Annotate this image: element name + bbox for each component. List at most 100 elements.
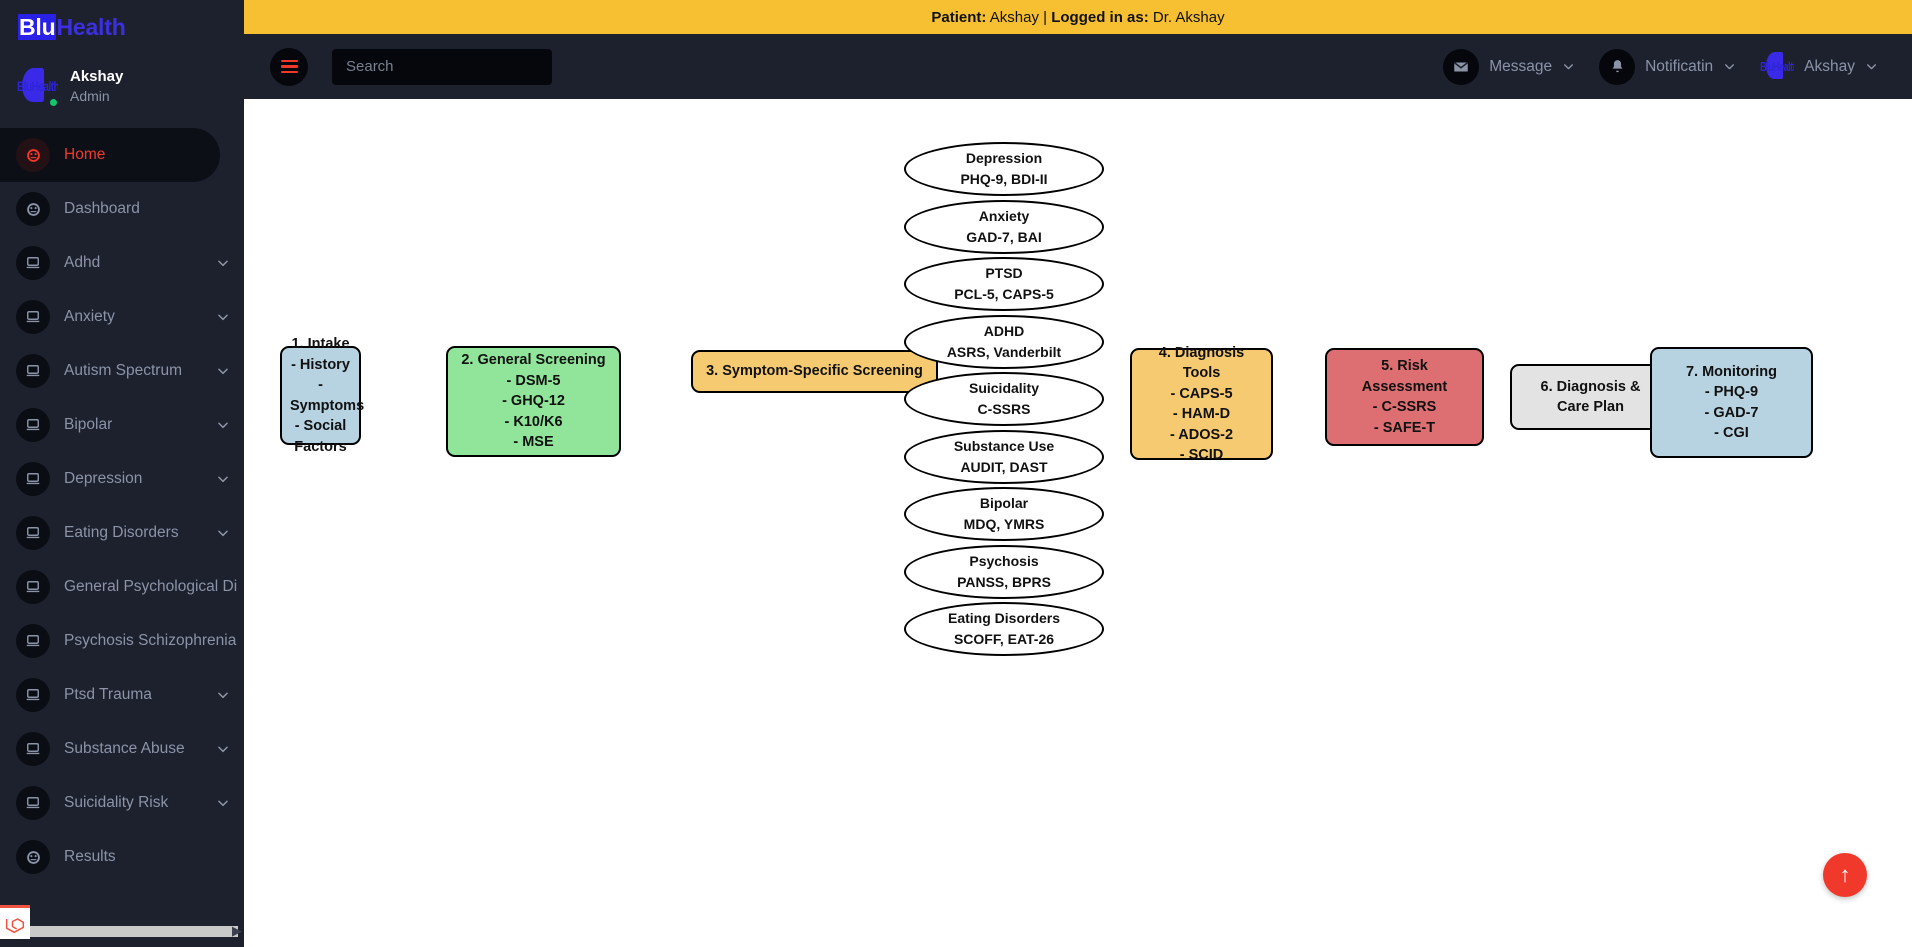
symptom-node-name: Bipolar xyxy=(979,495,1029,511)
sidebar-item-label: Results xyxy=(64,848,116,865)
search-input[interactable] xyxy=(332,48,552,85)
sidebar-item-label: Eating Disorders xyxy=(64,524,179,541)
scroll-to-top-button[interactable]: ↑ xyxy=(1823,853,1867,897)
sidebar-item-depression[interactable]: Depression xyxy=(0,452,244,506)
symptom-node-tools: PANSS, BPRS xyxy=(957,573,1051,590)
sidebar-item-label: Psychosis Schizophrenia xyxy=(64,632,237,649)
laptop-icon xyxy=(16,246,50,280)
sidebar-item-label: Anxiety xyxy=(64,308,115,325)
sidebar-scroll-right-arrow[interactable]: ▶ xyxy=(232,923,242,938)
laptop-icon xyxy=(16,570,50,604)
message-menu[interactable]: Message xyxy=(1433,48,1585,85)
chevron-down-icon[interactable] xyxy=(216,688,230,702)
sidebar-item-autism-spectrum[interactable]: Autism Spectrum xyxy=(0,344,244,398)
sidebar-item-label: Home xyxy=(64,146,106,163)
user-menu[interactable]: BluHealth Akshay xyxy=(1750,49,1888,84)
profile-name: Akshay xyxy=(70,68,124,85)
flow-node-stage-2[interactable]: 2. General Screening- DSM-5- GHQ-12- K10… xyxy=(446,346,621,457)
hamburger-menu-icon[interactable] xyxy=(270,47,308,86)
flow-node-stage-3[interactable]: 3. Symptom-Specific Screening xyxy=(691,350,938,393)
chevron-down-icon[interactable] xyxy=(216,256,230,270)
flow-node-title: 5. Risk xyxy=(1381,358,1428,374)
chevron-down-icon xyxy=(1865,60,1878,73)
chevron-down-icon[interactable] xyxy=(216,472,230,486)
notification-menu[interactable]: Notificatin xyxy=(1589,48,1746,85)
user-avatar-label: BluHealth xyxy=(1760,59,1795,74)
flow-node-item: - CGI xyxy=(1714,425,1749,441)
flow-node-item: - K10/K6 xyxy=(504,413,563,430)
sidebar-horizontal-scrollbar[interactable] xyxy=(28,926,238,937)
sidebar-item-label: Suicidality Risk xyxy=(64,794,169,811)
sidebar-item-home[interactable]: Home xyxy=(0,128,220,182)
sidebar-profile[interactable]: BluHealth Akshay Admin xyxy=(0,60,244,124)
patient-banner: Patient: Akshay | Logged in as: Dr. Aksh… xyxy=(244,0,1912,34)
flow-node-item: - GHQ-12 xyxy=(502,393,565,410)
flow-node-title: 1. Intake xyxy=(291,336,350,352)
bell-icon xyxy=(1599,48,1636,85)
flow-node-title: 7. Monitoring xyxy=(1685,363,1777,380)
chevron-down-icon[interactable] xyxy=(216,796,230,810)
flow-node-stage-1[interactable]: 1. Intake- History- Symptoms- Social Fac… xyxy=(280,336,364,455)
flow-node-stage-4[interactable]: 4. Diagnosis Tools- CAPS-5- HAM-D- ADOS-… xyxy=(1130,345,1273,463)
symptom-node-name: Depression xyxy=(965,150,1043,166)
avatar-label: BluHealth xyxy=(17,79,58,96)
chevron-down-icon xyxy=(1723,60,1736,73)
online-status-dot xyxy=(48,97,59,108)
chevron-down-icon[interactable] xyxy=(216,310,230,324)
flow-node-item: - SCID xyxy=(1179,447,1224,463)
symptom-node-tools: MDQ, YMRS xyxy=(963,516,1045,532)
notification-label: Notificatin xyxy=(1645,57,1714,75)
flow-node-stage-6[interactable]: 6. Diagnosis &Care Plan xyxy=(1510,364,1671,430)
chevron-down-icon[interactable] xyxy=(216,742,230,756)
flow-node-title: 4. Diagnosis Tools xyxy=(1158,344,1245,382)
laptop-icon xyxy=(16,300,50,334)
sidebar-item-psychosis-schizophrenia[interactable]: Psychosis Schizophrenia xyxy=(0,614,244,668)
symptom-node-tools: AUDIT, DAST xyxy=(960,458,1048,475)
symptom-node-tools: PCL-5, CAPS-5 xyxy=(954,286,1054,302)
sidebar-item-eating-disorders[interactable]: Eating Disorders xyxy=(0,506,244,560)
sidebar-item-bipolar[interactable]: Bipolar xyxy=(0,398,244,452)
user-menu-label: Akshay xyxy=(1804,57,1855,75)
patient-label: Patient: xyxy=(931,8,987,26)
symptom-node-name: Substance Use xyxy=(953,437,1055,454)
laravel-logo-icon xyxy=(5,917,25,933)
sidebar-item-anxiety[interactable]: Anxiety xyxy=(0,290,244,344)
chevron-down-icon[interactable] xyxy=(216,364,230,378)
flow-node-item: - DSM-5 xyxy=(506,372,561,389)
laptop-icon xyxy=(16,732,50,766)
laravel-debugbar-icon[interactable] xyxy=(0,905,30,939)
sidebar-item-adhd[interactable]: Adhd xyxy=(0,236,244,290)
sidebar-item-results[interactable]: Results xyxy=(0,830,244,884)
sidebar-item-substance-abuse[interactable]: Substance Abuse xyxy=(0,722,244,776)
sidebar-item-general-psychological-di[interactable]: General Psychological Di xyxy=(0,560,244,614)
topnav-right-group: Message Notificatin BluHealth Akshay xyxy=(1433,48,1912,85)
flow-node-item: - SAFE-T xyxy=(1373,419,1436,436)
flow-node-stage-7[interactable]: 7. Monitoring- PHQ-9- GAD-7- CGI xyxy=(1650,347,1813,458)
flow-node-item: - ADOS-2 xyxy=(1169,426,1234,443)
flow-node-title: 3. Symptom-Specific Screening xyxy=(706,363,923,380)
sidebar-item-ptsd-trauma[interactable]: Ptsd Trauma xyxy=(0,668,244,722)
sidebar-item-dashboard[interactable]: Dashboard xyxy=(0,182,244,236)
symptom-node-tools: GAD-7, BAI xyxy=(966,228,1042,245)
chevron-down-icon[interactable] xyxy=(216,526,230,540)
flow-node-item: - CAPS-5 xyxy=(1170,385,1233,402)
sidebar-item-label: Adhd xyxy=(64,254,101,271)
brand-logo[interactable]: BluHealth xyxy=(0,0,244,60)
speedometer-icon xyxy=(16,138,50,172)
chevron-down-icon[interactable] xyxy=(216,418,230,432)
brand-health: Health xyxy=(56,14,126,40)
symptom-node-tools: ASRS, Vanderbilt xyxy=(946,343,1062,360)
sidebar-item-suicidality-risk[interactable]: Suicidality Risk xyxy=(0,776,244,830)
message-label: Message xyxy=(1489,57,1553,75)
